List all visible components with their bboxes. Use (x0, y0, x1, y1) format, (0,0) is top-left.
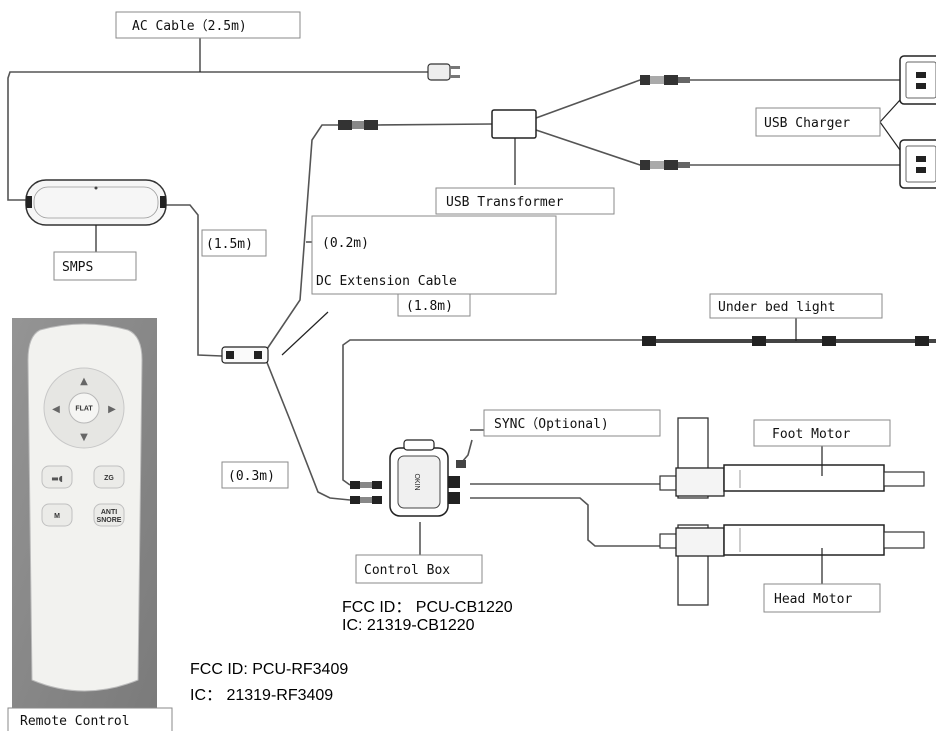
zg-button (93, 465, 125, 489)
under-bed-light-leds (642, 336, 929, 346)
dc-extension-label: DC Extension Cable (316, 274, 457, 289)
under-bed-light-label: Under bed light (718, 300, 835, 315)
anti-snore-label-bottom: SNORE (97, 517, 122, 524)
light-cable (342, 339, 642, 486)
leader-lines (95, 38, 901, 584)
m-button (41, 503, 73, 527)
usb-branch-bottom (535, 129, 660, 166)
head-motor (659, 524, 925, 606)
sync-cable (461, 439, 473, 463)
label-foot-motor: Foot Motor (753, 419, 891, 447)
remote-ic: IC： 21319-RF3409 (190, 687, 333, 704)
zg-button-label: ZG (104, 475, 114, 482)
dc-splitter (221, 346, 269, 364)
dc-extension-connector (338, 120, 378, 130)
control-box-label: Control Box (364, 563, 450, 578)
label-dc-extension: (0.2m) DC Extension Cable (311, 215, 557, 295)
foot-down-icon: ▶ (108, 404, 116, 415)
sync-label: SYNC（Optional) (494, 417, 609, 432)
usb-lead-in (377, 123, 493, 126)
light-icon: ▬◖ (51, 474, 63, 483)
dc-cable-1-5m (158, 204, 223, 357)
label-usb-charger: USB Charger (755, 107, 881, 137)
control-box: OKIN (389, 439, 466, 517)
label-0-3m: (0.3m) (221, 461, 289, 489)
len-1-8m-label: (1.8m) (406, 299, 453, 314)
usb-charger-top (899, 55, 936, 105)
dc-extension-cable (264, 124, 340, 353)
head-motor-cable (470, 497, 660, 547)
m-button-label: M (54, 513, 60, 520)
label-1-5m: (1.5m) (201, 229, 267, 257)
head-up-icon: ▲ (80, 376, 88, 387)
dc-cable-0-3m (265, 359, 351, 501)
label-1-8m: (1.8m) (397, 293, 471, 317)
label-remote-control: Remote Control (7, 707, 173, 731)
anti-snore-button (93, 503, 125, 527)
usb-charger-bottom (899, 139, 936, 189)
label-usb-transformer: USB Transformer (435, 187, 615, 215)
flat-button (68, 392, 100, 424)
head-motor-label: Head Motor (774, 592, 852, 607)
head-down-icon: ▼ (80, 432, 88, 443)
usb-transformer-label: USB Transformer (446, 195, 564, 210)
ac-cable-label: AC Cable（2.5m) (132, 19, 247, 34)
control-box-fcc-id: FCC ID： PCU-CB1220 (342, 599, 513, 616)
foot-motor-label: Foot Motor (772, 427, 850, 442)
label-under-bed-light: Under bed light (709, 293, 883, 319)
label-sync: SYNC（Optional) (483, 409, 661, 437)
foot-motor (659, 417, 925, 499)
remote-control-label: Remote Control (20, 714, 130, 729)
smps-unit (25, 179, 167, 226)
smps-label: SMPS (62, 260, 93, 275)
len-0-3m-label: (0.3m) (228, 469, 275, 484)
foot-up-icon: ◀ (52, 404, 60, 415)
control-box-input-connectors (350, 481, 382, 504)
label-smps: SMPS (53, 251, 137, 281)
ac-plug (427, 63, 460, 81)
usb-charger-label: USB Charger (764, 116, 850, 131)
usb-connector-bottom (640, 160, 690, 170)
usb-branch-top (535, 79, 660, 119)
control-box-brand: OKIN (413, 473, 420, 490)
flat-button-label: FLAT (75, 406, 93, 413)
remote-fcc-id: FCC ID: PCU-RF3409 (190, 661, 348, 678)
anti-snore-label-top: ANTI (101, 509, 117, 516)
remote-photo: FLAT ▲ ▼ ◀ ▶ ▬◖ ZG M ANTI SNORE (12, 318, 157, 708)
label-head-motor: Head Motor (763, 583, 881, 613)
len-1-5m-label: (1.5m) (206, 237, 253, 252)
len-0-2m-label: (0.2m) (322, 236, 369, 251)
usb-transformer (491, 109, 537, 139)
usb-connector-top (640, 75, 690, 85)
control-box-ic: IC: 21319-CB1220 (342, 617, 475, 634)
label-control-box: Control Box (355, 554, 483, 584)
ac-cable (7, 71, 430, 201)
light-button (41, 465, 73, 489)
label-ac-cable: AC Cable（2.5m) (115, 11, 301, 39)
